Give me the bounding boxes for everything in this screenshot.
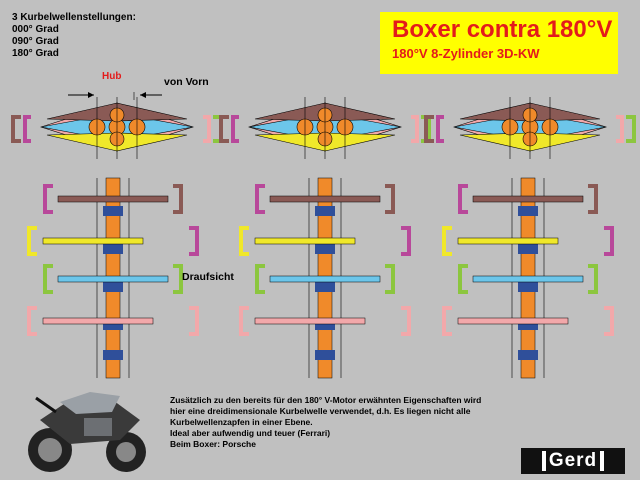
legend-heading: 3 Kurbelwellenstellungen: (12, 12, 136, 23)
page-subtitle: 180°V 8-Zylinder 3D-KW (392, 46, 540, 61)
crank-position-legend: 3 Kurbelwellenstellungen: 000° Grad 090°… (12, 12, 136, 60)
front-view-label: von Vorn (164, 76, 209, 88)
gerd-logo: Gerd (521, 448, 625, 474)
description-line-3: Kurbelwellenzapfen in einer Ebene. (170, 417, 313, 427)
top-view-label: Draufsicht (182, 271, 234, 283)
legend-item-180: 180° Grad (12, 48, 59, 59)
description-line-5: Beim Boxer: Porsche (170, 439, 256, 449)
page-title: Boxer contra 180°V (392, 16, 613, 43)
logo-text: Gerd (541, 451, 605, 471)
front-view-180 (424, 95, 636, 161)
hub-dimension (68, 92, 162, 100)
description-line-4: Ideal aber aufwendig und teuer (Ferrari) (170, 428, 331, 438)
hub-label: Hub (102, 71, 122, 82)
legend-item-090: 090° Grad (12, 36, 59, 47)
title-box: Boxer contra 180°V 180°V 8-Zylinder 3D-K… (380, 12, 618, 74)
front-view-000 (11, 95, 223, 161)
front-view-090 (219, 95, 431, 161)
description-text: Zusätzlich zu den bereits für den 180° V… (170, 395, 580, 450)
legend-item-000: 000° Grad (12, 24, 59, 35)
description-line-2: hier eine dreidimensionale Kurbelwelle v… (170, 406, 471, 416)
top-view-090 (239, 176, 411, 380)
top-view-180 (442, 176, 614, 380)
top-view-000 (27, 176, 199, 380)
motorcycle-illustration (28, 392, 146, 472)
description-line-1: Zusätzlich zu den bereits für den 180° V… (170, 395, 482, 405)
